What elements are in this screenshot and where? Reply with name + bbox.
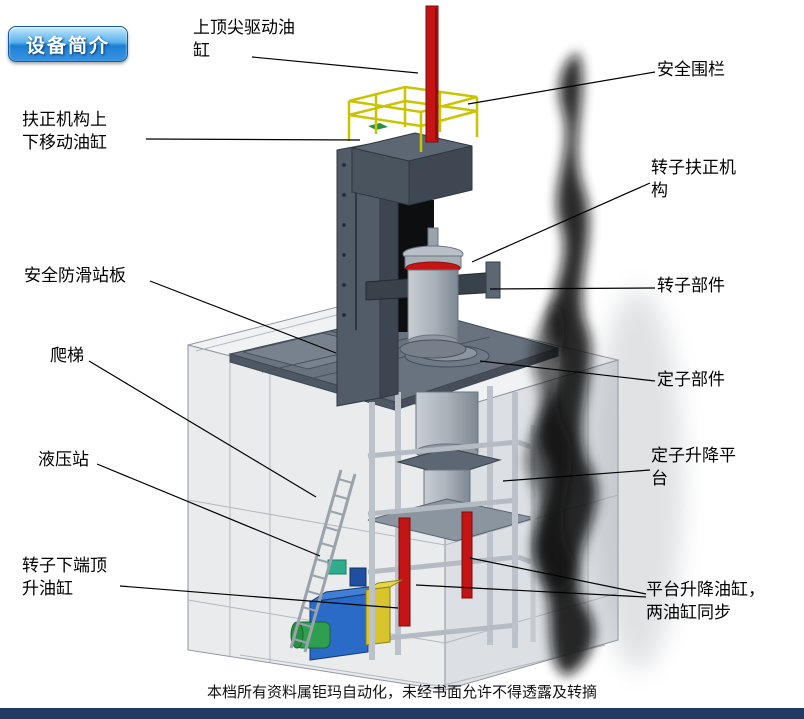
leader-stator-part xyxy=(479,360,656,382)
bottom-accent-bar xyxy=(0,708,804,719)
safety-fence-railing xyxy=(347,85,479,152)
label-platform-lift-cylinders: 平台升降油缸， 两油缸同步 xyxy=(646,580,765,623)
leader-top-tip-cylinder xyxy=(251,56,419,74)
leader-stator-lift-platform xyxy=(502,469,651,482)
label-antislip-board: 安全防滑站板 xyxy=(24,266,126,285)
label-rotor-centering: 转子扶正机 构 xyxy=(651,158,736,201)
leader-rotor-bottom-jack xyxy=(119,585,399,609)
dark-smudge xyxy=(526,52,683,676)
label-rotor-part: 转子部件 xyxy=(657,276,725,295)
rotor-assembly xyxy=(365,227,501,359)
leader-rotor-centering xyxy=(471,182,651,263)
top-tip-drive-cylinder xyxy=(425,5,439,143)
label-ladder: 爬梯 xyxy=(50,346,84,365)
label-centering-move-cylinder: 扶正机构上 下移动油缸 xyxy=(22,110,107,153)
label-rotor-bottom-jack: 转子下端顶 升油缸 xyxy=(22,556,107,599)
label-safety-fence: 安全围栏 xyxy=(657,60,725,79)
leader-platform-cylinder-left xyxy=(415,584,647,598)
label-hydraulic-station: 液压站 xyxy=(38,450,89,469)
label-stator-lift-platform: 定子升降平 台 xyxy=(651,446,736,489)
leader-antislip-board xyxy=(149,280,337,354)
label-top-tip-cylinder: 上顶尖驱动油 缸 xyxy=(193,18,295,61)
under-platform-structure xyxy=(289,386,536,661)
title-badge: 设备简介 xyxy=(8,26,128,62)
green-marker xyxy=(368,123,388,130)
leader-rotor-part xyxy=(489,287,656,290)
label-stator-part: 定子部件 xyxy=(657,370,725,389)
ladder-structure xyxy=(289,469,357,653)
leader-hydraulic-station xyxy=(96,463,321,557)
leader-centering-move-cylinder xyxy=(145,138,361,141)
footer-copyright-note: 本档所有资料属钜玛自动化，未经书面允许不得透露及转摘 xyxy=(206,685,597,701)
platform-lift-cylinder-left xyxy=(398,517,411,627)
leader-safety-fence xyxy=(467,71,656,105)
leader-lines xyxy=(88,56,656,609)
leader-ladder xyxy=(88,360,317,498)
press-column xyxy=(336,123,473,407)
platform-lift-cylinder-right xyxy=(461,511,473,599)
frame-crossbars xyxy=(367,439,535,643)
leader-platform-cylinder-right xyxy=(469,557,647,595)
